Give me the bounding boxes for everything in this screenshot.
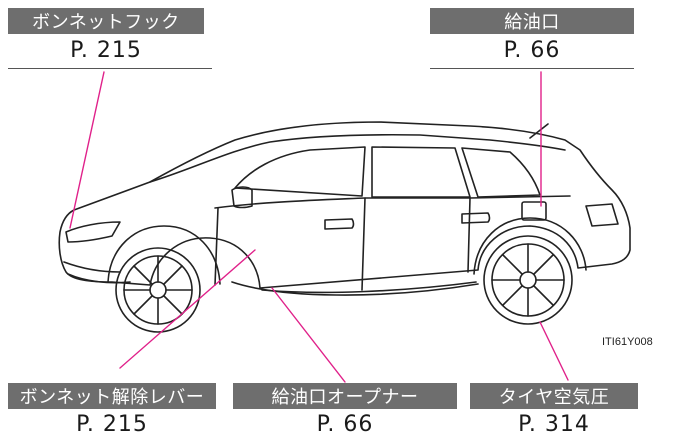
rear-wheel bbox=[483, 235, 573, 325]
leader-lines bbox=[69, 71, 569, 383]
leader-hood-hook bbox=[69, 71, 105, 229]
tire-pressure-page-ref[interactable]: P. 314 bbox=[518, 412, 590, 437]
hood-hook-label: ボンネットフック bbox=[8, 8, 204, 34]
car-body-outline bbox=[58, 121, 631, 289]
tire-pressure-label: タイヤ空気圧 bbox=[470, 383, 638, 409]
hood-hook-rule bbox=[8, 68, 212, 69]
hood-hook-page-ref[interactable]: P. 215 bbox=[70, 38, 142, 63]
fuel-filler-page-ref[interactable]: P. 66 bbox=[503, 38, 561, 63]
fuel-filler-label: 給油口 bbox=[430, 8, 634, 34]
fuel-opener-page-ref[interactable]: P. 66 bbox=[316, 412, 374, 437]
hood-release-page-ref[interactable]: P. 215 bbox=[76, 412, 148, 437]
front-wheel bbox=[115, 247, 201, 333]
fuel-filler-rule bbox=[430, 68, 634, 69]
diagram-code: ITI61Y008 bbox=[602, 336, 653, 348]
leader-hood-release bbox=[119, 249, 256, 369]
leader-fuel-opener bbox=[271, 287, 346, 383]
hood-release-label: ボンネット解除レバー bbox=[8, 383, 216, 409]
fuel-opener-label: 給油口オープナー bbox=[233, 383, 457, 409]
leader-tires bbox=[539, 321, 569, 381]
